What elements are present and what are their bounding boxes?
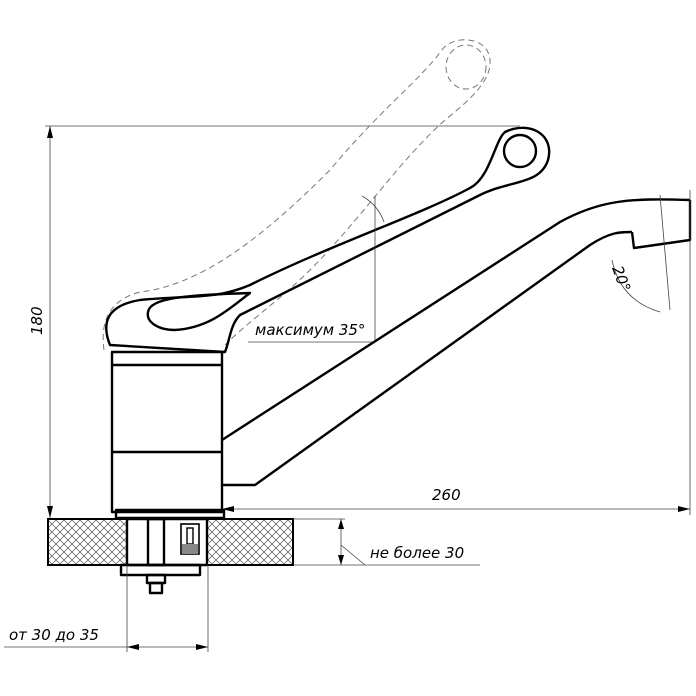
lever-angle-annotation: максимум 35°	[248, 195, 385, 343]
countertop-section	[47, 517, 294, 595]
faucet-body	[110, 350, 226, 520]
height-label: 180	[28, 306, 46, 335]
countertop-thickness-label: не более 30	[370, 544, 464, 562]
countertop-thickness-dimension: не более 30	[293, 518, 480, 566]
aerator-angle-label: 20°	[608, 263, 634, 294]
lever-angle-label: максимум 35°	[255, 321, 365, 339]
height-dimension: 180	[28, 125, 520, 518]
mount-hole-label: от 30 до 35	[9, 626, 99, 644]
mount-hole-dimension: от 30 до 35	[4, 565, 209, 652]
spout: 20°	[221, 190, 692, 515]
lever-handle	[105, 126, 551, 354]
lever-max-position-outline	[102, 39, 491, 351]
reach-dimension: 260	[222, 486, 690, 512]
reach-label: 260	[432, 486, 461, 504]
